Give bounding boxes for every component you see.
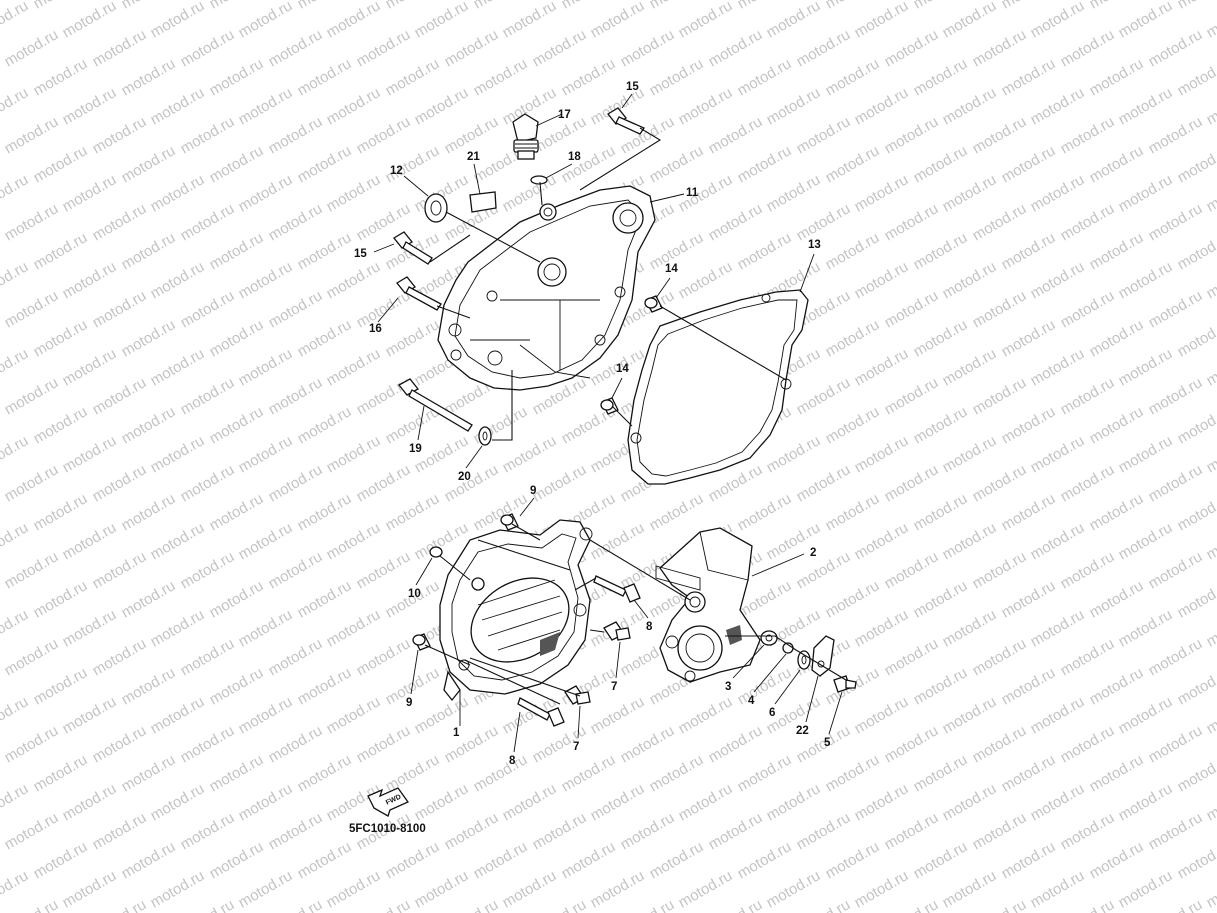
oil-filler-plug-17 xyxy=(512,113,539,160)
plug-12 xyxy=(424,193,448,223)
callout-11: 11 xyxy=(686,187,699,199)
callout-7-upper: 7 xyxy=(611,681,617,693)
callout-20: 20 xyxy=(458,471,471,483)
callout-14-lower: 14 xyxy=(616,363,629,375)
bolt-8-upper xyxy=(593,575,641,603)
o-ring-18 xyxy=(530,175,548,185)
callout-21: 21 xyxy=(467,151,480,163)
callout-9-lower: 9 xyxy=(406,697,412,709)
callout-8-upper: 8 xyxy=(646,621,653,633)
callout-13: 13 xyxy=(808,239,821,251)
bolt-15-upper xyxy=(607,107,645,135)
dowel-pin-9-upper xyxy=(500,513,519,531)
fwd-arrow: FWD xyxy=(367,787,409,817)
label-21 xyxy=(469,191,497,213)
callout-12: 12 xyxy=(390,165,403,177)
callout-15-upper: 15 xyxy=(626,81,639,93)
cover-plate-2 xyxy=(655,527,761,683)
washer-6 xyxy=(797,650,811,670)
callout-2: 2 xyxy=(810,547,816,559)
callout-3: 3 xyxy=(725,681,731,693)
collar-3 xyxy=(760,630,778,646)
dowel-pin-9-lower xyxy=(412,633,431,651)
callout-22: 22 xyxy=(796,725,809,737)
callout-1: 1 xyxy=(453,727,460,739)
callout-8-lower: 8 xyxy=(509,755,516,767)
washer-20 xyxy=(478,426,492,446)
callout-9-upper: 9 xyxy=(530,485,536,497)
dowel-pin-14-upper xyxy=(644,295,663,313)
clamp-22 xyxy=(811,635,835,677)
callout-6: 6 xyxy=(769,707,775,719)
callout-14-upper: 14 xyxy=(665,263,678,275)
dowel-pin-14-lower xyxy=(600,397,619,415)
callout-16: 16 xyxy=(369,323,382,335)
callout-15-left: 15 xyxy=(354,248,367,260)
callout-18: 18 xyxy=(568,151,581,163)
bolt-16 xyxy=(396,276,442,311)
bolt-19 xyxy=(398,378,473,432)
callout-5: 5 xyxy=(824,737,831,749)
diagram-code: 5FC1010-8100 xyxy=(349,823,426,835)
bolt-15-left xyxy=(393,231,433,265)
crankcase-cover-11 xyxy=(437,185,656,391)
callout-19: 19 xyxy=(409,443,422,455)
callout-4: 4 xyxy=(748,695,755,707)
magneto-cover-1 xyxy=(439,519,593,702)
screw-5 xyxy=(833,675,857,693)
gasket-13 xyxy=(627,289,809,485)
callout-10: 10 xyxy=(408,588,421,600)
callout-7-lower: 7 xyxy=(573,741,579,753)
bolt-7-upper xyxy=(603,621,631,641)
